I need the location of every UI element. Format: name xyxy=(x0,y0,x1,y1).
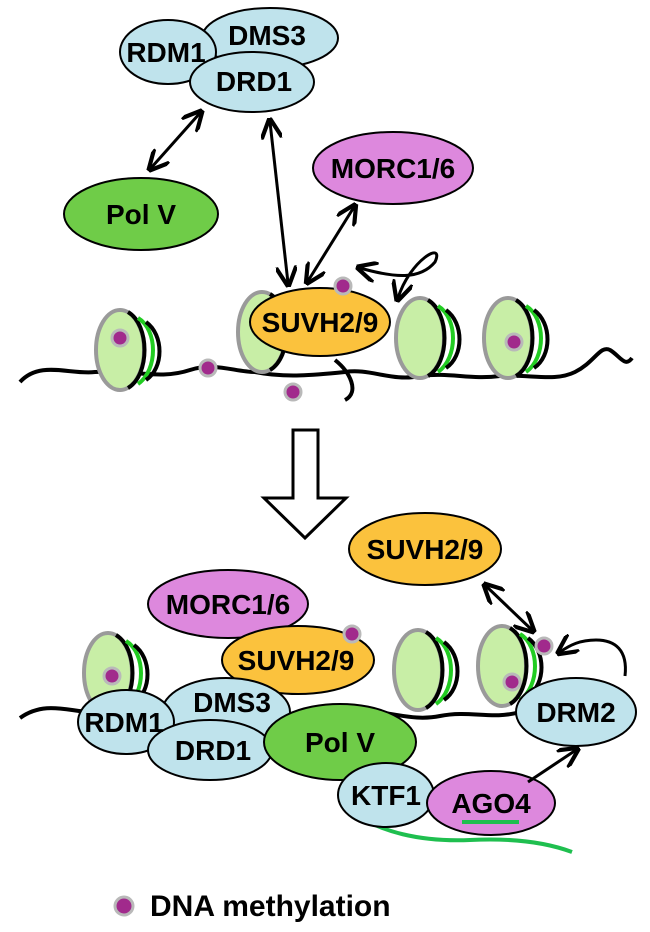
bottom-ago4-label: AGO4 xyxy=(451,788,531,819)
arrow-drm2-loop xyxy=(560,640,627,677)
top-suvh: SUVH2/9 xyxy=(249,287,391,402)
arrow-ago4-drm2 xyxy=(527,750,576,784)
top-rdm1-dms3-drd1-complex: DMS3 RDM1 DRD1 xyxy=(119,7,339,113)
top-pol-v-label: Pol V xyxy=(106,199,176,230)
legend: DNA methylation xyxy=(113,890,391,923)
top-drd1-label: DRD1 xyxy=(216,66,292,97)
bottom-morc-ellipse xyxy=(147,569,309,639)
methylation-dot xyxy=(283,382,303,402)
top-morc-label: MORC1/6 xyxy=(331,153,455,184)
bottom-pol-v-ellipse xyxy=(263,703,417,781)
methylation-dot xyxy=(502,672,522,692)
top-morc: MORC1/6 xyxy=(312,131,474,205)
bottom-suvh-free: SUVH2/9 xyxy=(348,512,502,586)
bottom-pol-v: Pol V xyxy=(263,703,417,781)
bottom-arrows xyxy=(486,586,627,784)
top-pol-v-ellipse xyxy=(63,177,219,251)
bottom-suvh: SUVH2/9 xyxy=(221,625,375,695)
bottom-morc-label: MORC1/6 xyxy=(166,589,290,620)
methylation-dot xyxy=(342,624,362,644)
bottom-methylation-dots xyxy=(102,624,554,692)
bottom-morc: MORC1/6 xyxy=(147,569,309,639)
bottom-pol-v-label: Pol V xyxy=(305,727,375,758)
bottom-drm2: DRM2 xyxy=(515,677,637,747)
top-drd1-ellipse xyxy=(189,51,315,113)
methylation-dot xyxy=(198,358,218,378)
arrow-complex-suvh xyxy=(270,122,288,283)
transition-arrow xyxy=(260,428,350,541)
legend-methylation-dot xyxy=(113,895,135,917)
bottom-dms3-label: DMS3 xyxy=(193,687,271,718)
legend-label: DNA methylation xyxy=(150,890,391,923)
bottom-ktf1-label: KTF1 xyxy=(351,780,421,811)
top-dms3-label: DMS3 xyxy=(228,20,306,51)
arrow-morc-suvh xyxy=(308,207,354,281)
bottom-rdm1-ellipse xyxy=(77,689,175,755)
arrow-suvh-free-dot xyxy=(486,586,532,630)
top-suvh-ellipse xyxy=(249,287,391,357)
bottom-ktf1: KTF1 xyxy=(337,762,435,828)
bottom-ago4: AGO4 xyxy=(426,770,556,836)
bottom-rdm1-dms3-drd1-complex: DMS3 RDM1 DRD1 xyxy=(77,677,291,781)
bottom-nucleosome-2 xyxy=(392,628,460,712)
top-rdm1-label: RDM1 xyxy=(126,37,205,68)
top-nucleosome-3 xyxy=(394,296,462,380)
bottom-suvh-ellipse xyxy=(221,625,375,695)
top-methylation-dots xyxy=(110,276,524,402)
methylation-dot xyxy=(110,328,130,348)
methylation-dot xyxy=(102,666,122,686)
top-rdm1-ellipse xyxy=(119,19,217,85)
top-arrows xyxy=(151,113,439,298)
bottom-drm2-label: DRM2 xyxy=(536,697,615,728)
bottom-suvh-label: SUVH2/9 xyxy=(238,645,355,676)
top-nucleosome-1 xyxy=(94,308,162,392)
methylation-dot xyxy=(333,276,353,296)
bottom-drd1-label: DRD1 xyxy=(175,735,251,766)
methylation-dot xyxy=(504,332,524,352)
bottom-suvh-free-ellipse xyxy=(348,512,502,586)
bottom-rdm1-label: RDM1 xyxy=(84,707,163,738)
top-morc-ellipse xyxy=(312,131,474,205)
methylation-dot xyxy=(534,636,554,656)
top-suvh-label: SUVH2/9 xyxy=(262,307,379,338)
bottom-ago4-ellipse xyxy=(426,770,556,836)
arrow-complex-polv xyxy=(151,113,200,168)
top-pol-v: Pol V xyxy=(63,177,219,251)
arrow-suvh-loop xyxy=(360,251,439,298)
bottom-suvh-free-label: SUVH2/9 xyxy=(367,534,484,565)
